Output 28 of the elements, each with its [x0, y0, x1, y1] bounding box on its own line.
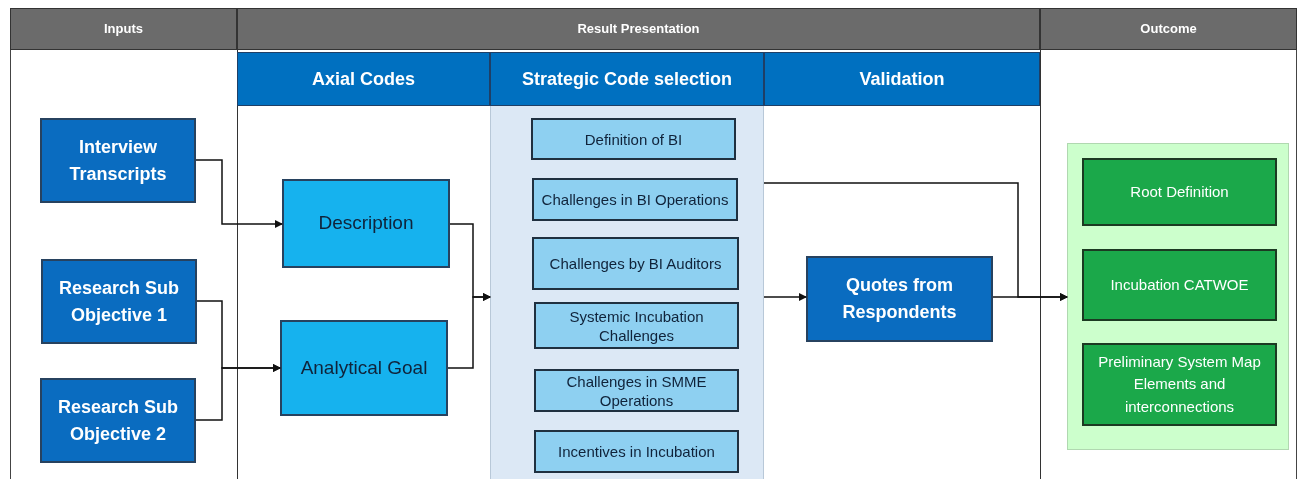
column-header: Result Presentation — [237, 8, 1040, 50]
connector-arrow — [447, 293, 491, 369]
code-item-box: Challenges in SMME Operations — [534, 369, 739, 412]
connector-arrow — [195, 364, 281, 421]
column-header: Outcome — [1040, 8, 1297, 50]
outcome-panel — [1067, 143, 1289, 450]
section-header: Validation — [764, 52, 1040, 106]
connector-arrow — [992, 293, 1068, 301]
outcome-box: Incubation CATWOE — [1082, 249, 1277, 321]
code-panel — [490, 106, 764, 479]
code-item-box: Systemic Incubation Challenges — [534, 302, 739, 349]
code-box: Analytical Goal — [280, 320, 448, 416]
connector-arrow — [195, 159, 283, 228]
outcome-box: Preliminary System Map Elements and interconnections — [1082, 343, 1277, 426]
input-box: Interview Transcripts — [40, 118, 196, 203]
input-box: Research Sub Objective 1 — [41, 259, 197, 344]
connector-arrow — [763, 293, 807, 301]
code-item-box: Incentives in Incubation — [534, 430, 739, 473]
column-header: Inputs — [10, 8, 237, 50]
section-header: Strategic Code selection — [490, 52, 764, 106]
code-item-box: Challenges by BI Auditors — [532, 237, 739, 290]
section-header: Axial Codes — [237, 52, 490, 106]
validation-box: Quotes from Respondents — [806, 256, 993, 342]
outcome-box: Root Definition — [1082, 158, 1277, 226]
code-item-box: Definition of BI — [531, 118, 736, 160]
code-item-box: Challenges in BI Operations — [532, 178, 738, 221]
code-box: Description — [282, 179, 450, 268]
input-box: Research Sub Objective 2 — [40, 378, 196, 463]
